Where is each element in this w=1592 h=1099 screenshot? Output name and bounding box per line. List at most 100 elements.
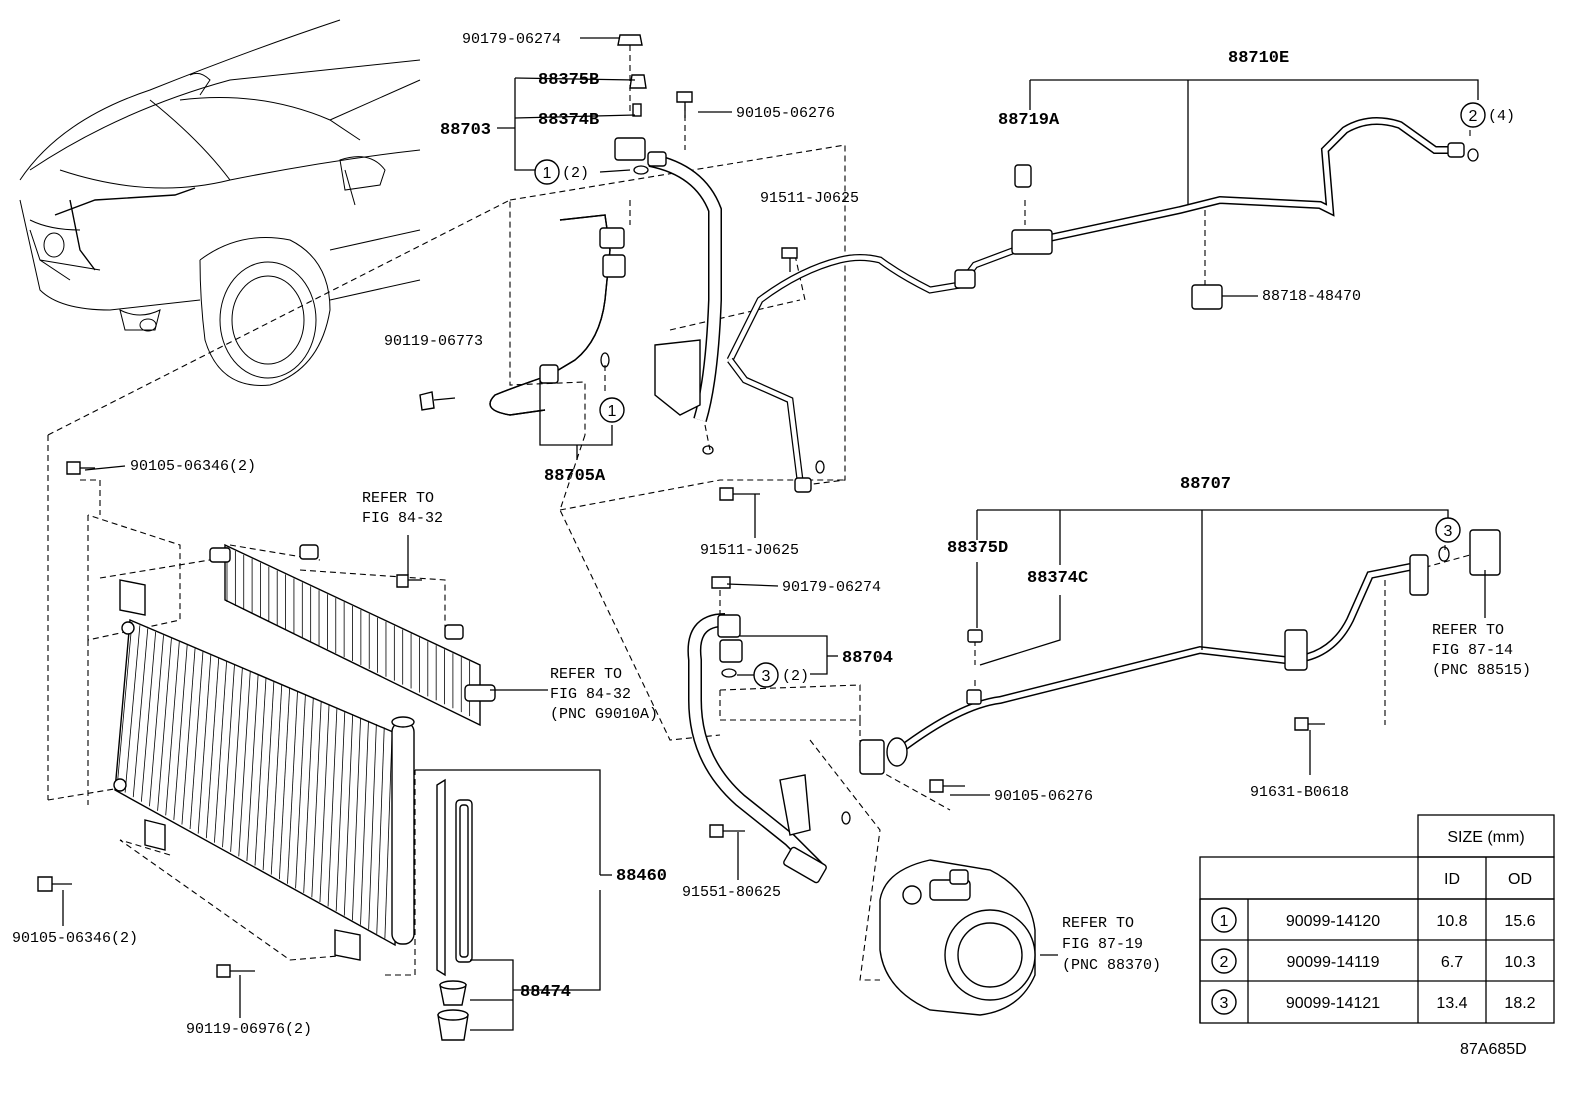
callout-90179-06274-mid: 90179-06274	[782, 579, 881, 596]
circle-mark-1-label: 1	[543, 165, 552, 182]
condenser-fin	[368, 724, 377, 930]
callout-88375B: 88375B	[538, 71, 599, 90]
condenser-fin	[246, 674, 259, 861]
callout-88704: 88704	[842, 649, 893, 668]
callout-90179-06274-top: 90179-06274	[462, 31, 561, 48]
dryer-parts	[436, 778, 473, 1041]
condenser-fin	[327, 707, 338, 907]
condenser-fin	[157, 638, 172, 811]
callout-90105-06346-b: 90105-06346(2)	[12, 930, 138, 947]
condenser-fin	[214, 661, 227, 843]
condenser-fin	[335, 710, 346, 912]
condenser-fin	[230, 668, 243, 852]
callout-refer-87-14: REFER TO	[1432, 622, 1504, 639]
condenser-fin	[360, 720, 369, 925]
callout-88474: 88474	[520, 983, 571, 1002]
condenser-fin	[311, 701, 322, 898]
size-table-col-od: OD	[1508, 871, 1532, 888]
condenser-fin	[352, 717, 361, 921]
size-table-header: SIZE (mm)	[1447, 829, 1524, 846]
callout-circ1-qty: (2)	[562, 165, 589, 182]
callout-91511-J0625-top: 91511-J0625	[760, 190, 859, 207]
condenser-fin	[262, 681, 275, 871]
condenser-fin	[189, 651, 204, 830]
assembly-outlines	[47, 45, 1471, 981]
callout-88719A: 88719A	[998, 111, 1060, 130]
callout-91511-J0625-bot: 91511-J0625	[700, 542, 799, 559]
callout-88718-48470: 88718-48470	[1262, 288, 1361, 305]
size-table: SIZE (mm) ID OD 1 90099-14120 10.8 15.6 …	[1199, 814, 1555, 1024]
circle-marks: 1 (2) 1 2 (4) 3 (2) 3	[534, 102, 1515, 688]
condenser-fin	[343, 714, 354, 916]
size-table-row-od: 15.6	[1504, 913, 1535, 930]
condenser-fin	[278, 687, 291, 880]
circle-mark-3-label: 3	[762, 668, 771, 685]
callout-circ2-qty: (4)	[1488, 108, 1515, 125]
callout-90119-06976: 90119-06976(2)	[186, 1021, 312, 1038]
size-table-row: 2 90099-14119 6.7 10.3	[1211, 948, 1536, 974]
callout-91551-80625: 91551-80625	[682, 884, 781, 901]
callout-refer-87-14-pnc: (PNC 88515)	[1432, 662, 1531, 679]
condenser-fin	[319, 704, 330, 902]
callout-refer-84-32-b-pnc: (PNC G9010A)	[550, 706, 658, 723]
condenser-fin	[165, 641, 180, 816]
callout-88705A: 88705A	[544, 467, 606, 486]
vehicle-illustration	[19, 19, 421, 386]
callout-refer-87-19-pnc: (PNC 88370)	[1062, 957, 1161, 974]
size-table-col-id: ID	[1444, 871, 1460, 888]
condenser-fin	[303, 697, 314, 893]
condenser-fin	[116, 621, 133, 789]
callout-refer-84-32-a: REFER TO	[362, 490, 434, 507]
circle-mark-3-mid: 3	[753, 662, 779, 688]
callout-refer-87-14-fig: FIG 87-14	[1432, 642, 1513, 659]
condenser-fin	[149, 635, 164, 807]
circle-mark-3-right-label: 3	[1444, 523, 1453, 540]
circle-mark-1-top: 1	[534, 159, 560, 185]
hoses-and-pipes	[489, 117, 1501, 884]
size-table-row: 3 90099-14121 13.4 18.2	[1211, 989, 1536, 1015]
callout-refer-84-32-a-fig: FIG 84-32	[362, 510, 443, 527]
condenser-fin	[140, 631, 157, 802]
callout-refer-87-19-fig: FIG 87-19	[1062, 936, 1143, 953]
fasteners	[37, 34, 1479, 978]
size-table-row-part: 90099-14119	[1286, 954, 1379, 971]
condenser-fin	[295, 694, 306, 889]
size-table-row-od: 18.2	[1504, 995, 1535, 1012]
size-table-row-mark: 2	[1220, 954, 1229, 971]
size-table-row-mark: 1	[1220, 913, 1229, 930]
callout-90105-06276-bot: 90105-06276	[994, 788, 1093, 805]
condenser-fin	[287, 691, 298, 884]
size-table-row-id: 6.7	[1441, 954, 1463, 971]
condenser-fin	[124, 625, 141, 793]
condenser-fin	[384, 730, 393, 939]
callout-90105-06276-top: 90105-06276	[736, 105, 835, 122]
circle-mark-2-top: 2	[1460, 102, 1486, 128]
callout-90105-06346-a: 90105-06346(2)	[130, 458, 256, 475]
size-table-row-part: 90099-14121	[1286, 995, 1380, 1012]
callout-91631-B0618: 91631-B0618	[1250, 784, 1349, 801]
condenser-fin	[173, 645, 188, 820]
figure-code: 87A685D	[1460, 1041, 1527, 1058]
condenser	[113, 579, 415, 961]
size-table-row-id: 10.8	[1436, 913, 1467, 930]
condenser-fin	[181, 648, 196, 825]
size-table-row: 1 90099-14120 10.8 15.6	[1211, 907, 1536, 933]
callout-refer-84-32-b: REFER TO	[550, 666, 622, 683]
callout-88375D: 88375D	[947, 539, 1008, 558]
callout-88710E: 88710E	[1228, 49, 1289, 68]
condenser-fin	[222, 664, 235, 848]
condenser-fin	[238, 671, 251, 857]
callout-88374C: 88374C	[1027, 569, 1088, 588]
callout-circ3-qty: (2)	[782, 668, 809, 685]
size-table-row-od: 10.3	[1504, 954, 1535, 971]
callout-90119-06773: 90119-06773	[384, 333, 483, 350]
circle-mark-2-label: 2	[1469, 108, 1478, 125]
callout-labels: 90179-06274 88375B 88374B 88703 90105-06…	[12, 31, 1531, 1058]
condenser-fin	[205, 658, 220, 839]
callout-88460: 88460	[616, 867, 667, 886]
callout-88703: 88703	[440, 121, 491, 140]
condenser-fin	[254, 677, 267, 866]
size-table-row-id: 13.4	[1436, 995, 1467, 1012]
callout-88707: 88707	[1180, 475, 1231, 494]
